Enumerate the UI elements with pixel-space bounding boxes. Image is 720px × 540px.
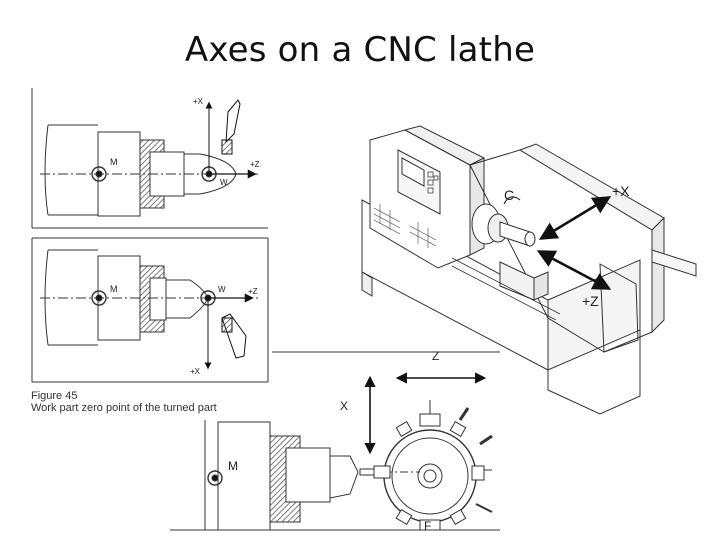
panel-top-diagram — [31, 88, 268, 229]
slide-title: Axes on a CNC lathe — [184, 30, 536, 70]
panel-top-w-label: W — [220, 178, 228, 187]
panel-top-plus-z-label: +Z — [250, 160, 260, 169]
panel-mid-diagram — [31, 237, 269, 383]
turret-x-label: X — [340, 399, 348, 413]
panel-mid-w-label: W — [218, 285, 226, 294]
lathe-isometric — [361, 125, 697, 415]
turret-z-label: Z — [432, 349, 439, 363]
panel-top-plus-x-label: +X — [193, 97, 204, 106]
panel-mid-plus-z-label: +Z — [248, 287, 258, 296]
turret-m-label: M — [228, 459, 238, 473]
panel-mid-plus-x-label: +X — [190, 367, 201, 376]
lathe-plus-x-label: +X — [612, 183, 630, 199]
turret-diagram — [170, 351, 500, 531]
lathe-plus-z-label: +Z — [582, 293, 599, 309]
turret-f-label: F — [424, 519, 431, 533]
lathe-c-label: C — [504, 187, 514, 203]
panel-top-m-label: M — [110, 157, 118, 167]
panel-mid-m-label: M — [110, 284, 118, 294]
figure-number: Figure 45 — [31, 390, 78, 402]
figure-caption: Work part zero point of the turned part — [31, 402, 217, 414]
